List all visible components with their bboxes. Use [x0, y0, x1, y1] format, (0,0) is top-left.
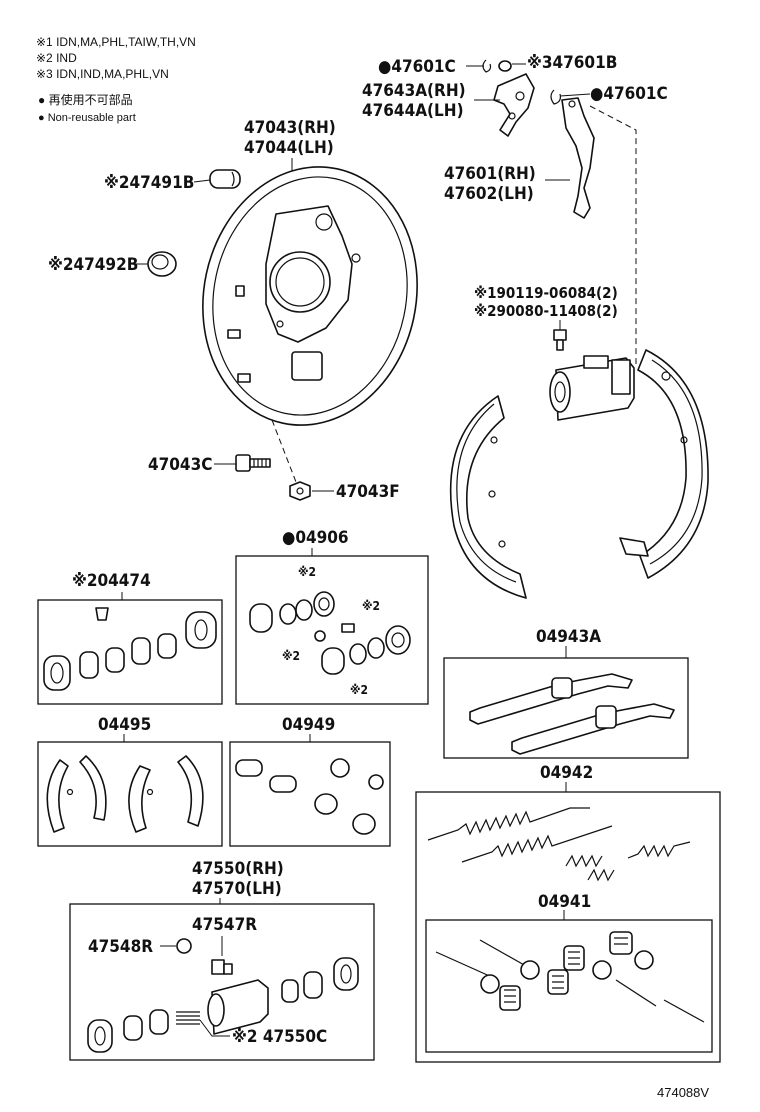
- label-47548r[interactable]: 47548R: [88, 937, 153, 957]
- label-47044[interactable]: 47044(LH): [244, 138, 334, 158]
- legend-japanese: ● 再使用不可部品: [38, 92, 133, 107]
- hole-plug-icon[interactable]: [147, 251, 177, 277]
- label-04906[interactable]: ●04906: [282, 528, 349, 548]
- parking-brake-lever-icon[interactable]: [550, 89, 595, 219]
- label-47601b[interactable]: ※347601B: [527, 53, 617, 73]
- label-47043c[interactable]: 47043C: [148, 455, 212, 475]
- label-04474[interactable]: ※204474: [72, 571, 151, 591]
- label-04949[interactable]: 04949: [282, 715, 335, 735]
- backing-plate-icon[interactable]: [179, 147, 440, 445]
- kit-box-04906[interactable]: [235, 555, 429, 705]
- adjuster-strut-icon[interactable]: [511, 703, 675, 755]
- label-47601c-right[interactable]: ●47601C: [590, 84, 668, 104]
- adjuster-strut-icon[interactable]: [469, 673, 633, 725]
- brake-shoe-icon[interactable]: [449, 395, 527, 599]
- cylinder-repair-parts-icon[interactable]: [43, 607, 217, 691]
- coil-spring-icon[interactable]: [427, 807, 691, 882]
- label-47643a[interactable]: 47643A(RH): [362, 81, 466, 101]
- kit-box-04941[interactable]: [425, 919, 713, 1053]
- kit-box-04943a[interactable]: [443, 657, 689, 759]
- label-47550c[interactable]: ※2 47550C: [232, 1027, 327, 1047]
- label-47644a[interactable]: 47644A(LH): [362, 101, 464, 121]
- c-washer-icon[interactable]: [482, 59, 512, 73]
- label-47043[interactable]: 47043(RH): [244, 118, 336, 138]
- kit-box-04495[interactable]: [37, 741, 223, 847]
- label-90119[interactable]: ※190119-06084(2): [474, 284, 618, 302]
- label-47547r[interactable]: 47547R: [192, 915, 257, 935]
- mark-ind-d: ※2: [350, 683, 368, 697]
- label-47570[interactable]: 47570(LH): [192, 879, 282, 899]
- kit-box-04949[interactable]: [229, 741, 391, 847]
- legend-english: ● Non-reusable part: [38, 112, 136, 124]
- label-04495[interactable]: 04495: [98, 715, 151, 735]
- label-04941[interactable]: 04941: [538, 892, 591, 912]
- kit-box-47550[interactable]: [69, 903, 375, 1061]
- label-47492b[interactable]: ※247492B: [48, 255, 138, 275]
- label-47043f[interactable]: 47043F: [336, 482, 400, 502]
- mark-ind-a: ※2: [298, 565, 316, 579]
- label-04943a[interactable]: 04943A: [536, 627, 601, 647]
- shoe-hold-down-parts-icon[interactable]: [435, 931, 705, 1023]
- kit-box-04474[interactable]: [37, 599, 223, 705]
- label-47550[interactable]: 47550(RH): [192, 859, 284, 879]
- rubber-plug-icon[interactable]: [209, 169, 241, 189]
- nut-icon[interactable]: [289, 481, 311, 501]
- label-47601[interactable]: 47601(RH): [444, 164, 536, 184]
- cylinder-cup-icon[interactable]: [249, 591, 411, 675]
- brake-shoe-set-icon[interactable]: [46, 755, 204, 833]
- wheel-cylinder-icon[interactable]: [549, 355, 635, 421]
- brake-shoe-icon[interactable]: [619, 349, 709, 579]
- label-47602[interactable]: 47602(LH): [444, 184, 534, 204]
- note-line-2: ※2 IND: [36, 51, 77, 65]
- label-90080[interactable]: ※290080-11408(2): [474, 302, 618, 320]
- adjusting-lever-icon[interactable]: [493, 73, 535, 137]
- bolt-icon[interactable]: [235, 454, 271, 472]
- label-47601c-top[interactable]: ●47601C: [378, 57, 456, 77]
- wheel-cylinder-assembly-icon[interactable]: [87, 938, 359, 1053]
- mark-ind-b: ※2: [362, 599, 380, 613]
- bleeder-bolt-icon[interactable]: [553, 329, 567, 351]
- note-line-1: ※1 IDN,MA,PHL,TAIW,TH,VN: [36, 35, 196, 49]
- kit-box-04942[interactable]: [415, 791, 721, 1063]
- label-04942[interactable]: 04942: [540, 763, 593, 783]
- plug-set-icon[interactable]: [235, 758, 384, 835]
- diagram-code: 474088V: [657, 1085, 709, 1100]
- note-line-3: ※3 IDN,IND,MA,PHL,VN: [36, 67, 169, 81]
- mark-ind-c: ※2: [282, 649, 300, 663]
- label-47491b[interactable]: ※247491B: [104, 173, 194, 193]
